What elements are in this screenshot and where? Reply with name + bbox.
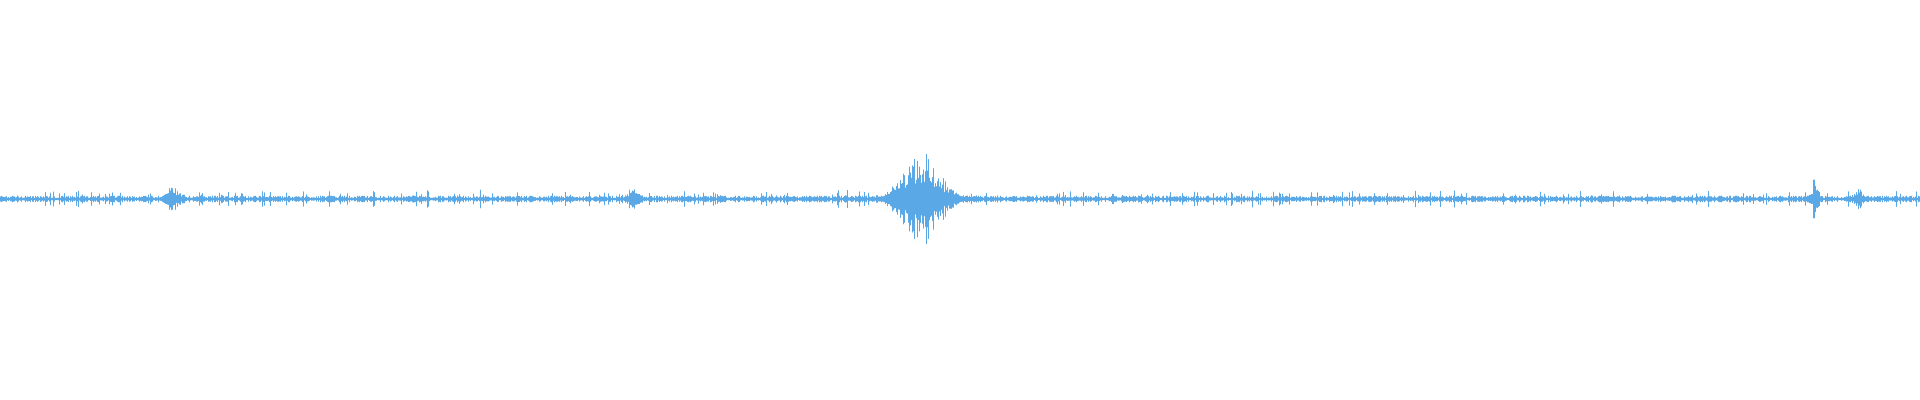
waveform-amplitude-path: [0, 154, 1920, 244]
waveform-trace: [0, 154, 1920, 244]
